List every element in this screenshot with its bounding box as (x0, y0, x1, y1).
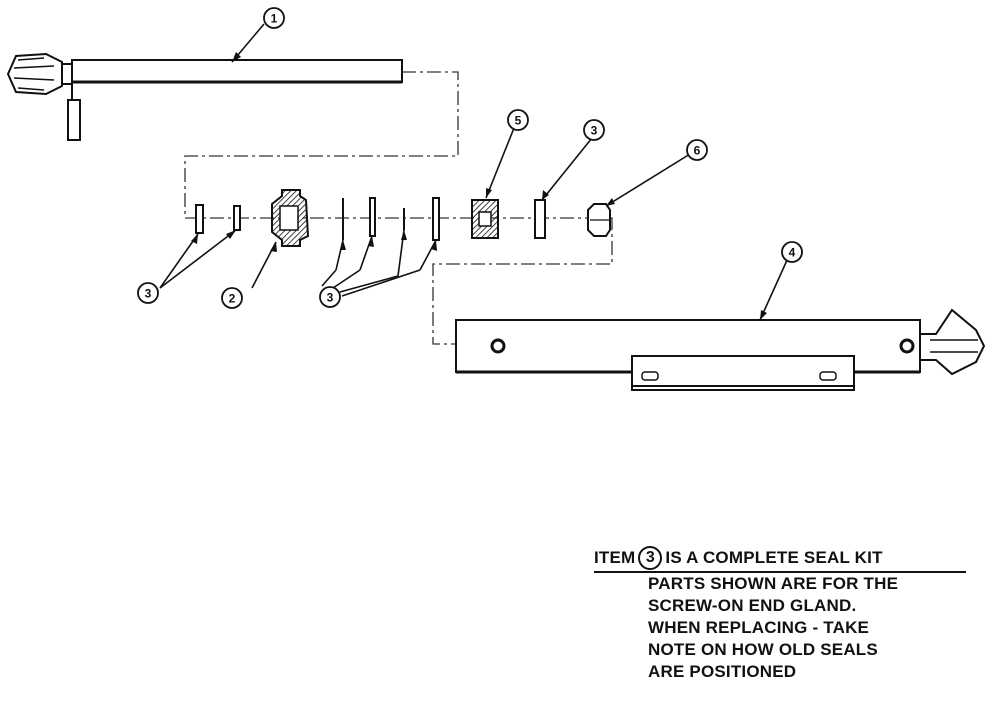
callout-5-label: 5 (515, 114, 522, 128)
callout-5: 5 (507, 109, 529, 131)
leader-lines (159, 23, 789, 321)
callout-4-label: 4 (789, 246, 796, 260)
note-line: NOTE ON HOW OLD SEALS (648, 640, 878, 659)
callout-3-left: 3 (137, 282, 159, 304)
callout-3-left-label: 3 (145, 287, 152, 301)
callout-2: 2 (221, 287, 243, 309)
seal-ring-right (534, 199, 546, 239)
dash-dot-centerline (184, 71, 613, 345)
note-line: ARE POSITIONED (648, 662, 797, 681)
callout-1: 1 (263, 7, 285, 29)
callout-3-right-label: 3 (591, 124, 598, 138)
callout-6-label: 6 (694, 144, 701, 158)
note-line: PARTS SHOWN ARE FOR THE (648, 574, 899, 593)
seal-ring-left-1 (195, 204, 204, 234)
seal-ring-middle-4 (432, 197, 440, 241)
arrowheads (191, 52, 767, 320)
callout-3-middle: 3 (319, 286, 341, 308)
note-prefix: ITEM (594, 548, 636, 567)
callout-2-label: 2 (229, 292, 236, 306)
callout-3-right: 3 (583, 119, 605, 141)
callout-1-label: 1 (271, 12, 278, 26)
lock-nut (587, 203, 611, 237)
piston (471, 199, 499, 239)
cylinder-barrel (455, 308, 986, 391)
seal-ring-left-2 (233, 205, 241, 231)
callout-6: 6 (686, 139, 708, 161)
note-first-line-rest: IS A COMPLETE SEAL KIT (665, 548, 883, 567)
callout-4: 4 (781, 241, 803, 263)
note-line: WHEN REPLACING - TAKE (648, 618, 870, 637)
piston-rod-assembly (6, 52, 403, 141)
seal-kit-note: ITEM 3 IS A COMPLETE SEAL KIT PARTS SHOW… (594, 546, 966, 683)
note-item-ref-circle: 3 (638, 546, 663, 570)
end-gland (271, 189, 310, 247)
note-first-line: ITEM 3 IS A COMPLETE SEAL KIT (594, 546, 966, 573)
callout-3-middle-label: 3 (327, 291, 334, 305)
seal-ring-middle-2 (369, 197, 376, 237)
note-line: SCREW-ON END GLAND. (648, 596, 857, 615)
